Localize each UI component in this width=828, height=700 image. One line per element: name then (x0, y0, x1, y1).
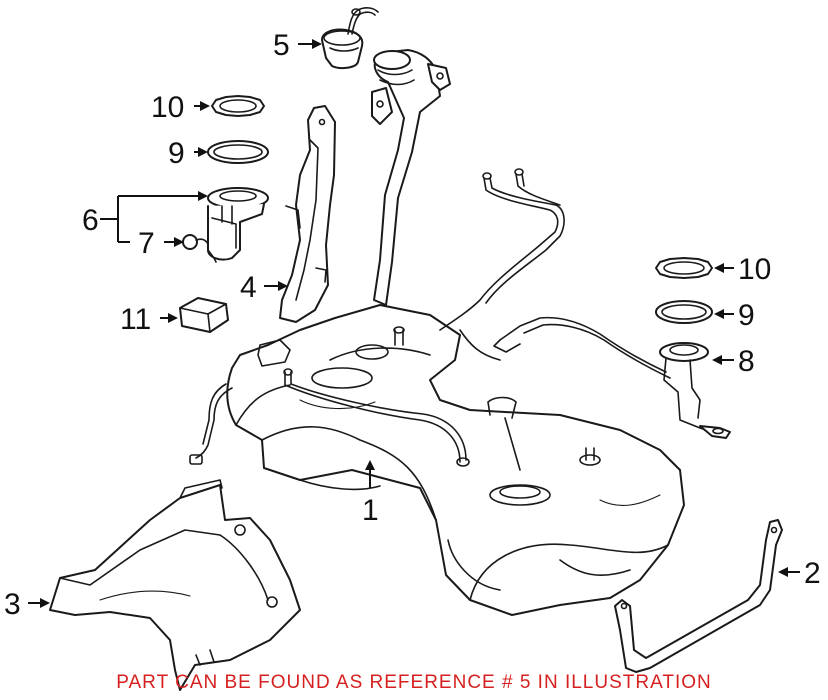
callout-10-right: 10 (738, 253, 771, 286)
vent-lines (439, 168, 565, 331)
callout-3: 3 (4, 588, 21, 621)
callout-4: 4 (240, 271, 257, 304)
callout-2: 2 (804, 557, 821, 590)
callout-9-right: 9 (738, 299, 755, 332)
fuel-pump-strainer-part-7[interactable] (182, 234, 209, 250)
callout-8: 8 (738, 345, 755, 378)
fuel-tank-part-1[interactable] (189, 304, 685, 616)
callout-7: 7 (138, 227, 155, 260)
seal-ring-part-9-right[interactable] (655, 300, 713, 324)
callout-1: 1 (362, 494, 379, 527)
tank-strap-part-2[interactable] (614, 519, 783, 673)
callout-6: 6 (82, 204, 99, 237)
part-reference-notice: PART CAN BE FOUND AS REFERENCE # 5 IN IL… (116, 672, 712, 693)
callout-10-left: 10 (151, 91, 184, 124)
control-module-part-11[interactable] (179, 297, 229, 333)
filler-neck (371, 49, 451, 306)
lock-ring-part-10-left[interactable] (211, 95, 265, 117)
lock-ring-part-10-right[interactable] (655, 257, 713, 279)
fuel-pump-module-part-6[interactable] (207, 187, 269, 263)
tank-guard-part-4[interactable] (279, 105, 336, 323)
callout-9-left: 9 (168, 137, 185, 170)
leader-lines (28, 39, 800, 608)
seal-ring-part-9-left[interactable] (207, 140, 269, 164)
fuel-level-sender-part-8[interactable] (493, 316, 731, 439)
callout-labels: 5 10 9 6 7 4 11 1 2 3 10 9 8 (4, 29, 821, 621)
filler-cap-part-5[interactable] (321, 7, 379, 70)
callout-11: 11 (120, 303, 151, 336)
heat-shield-part-3[interactable] (49, 479, 301, 691)
callout-5: 5 (273, 29, 290, 62)
